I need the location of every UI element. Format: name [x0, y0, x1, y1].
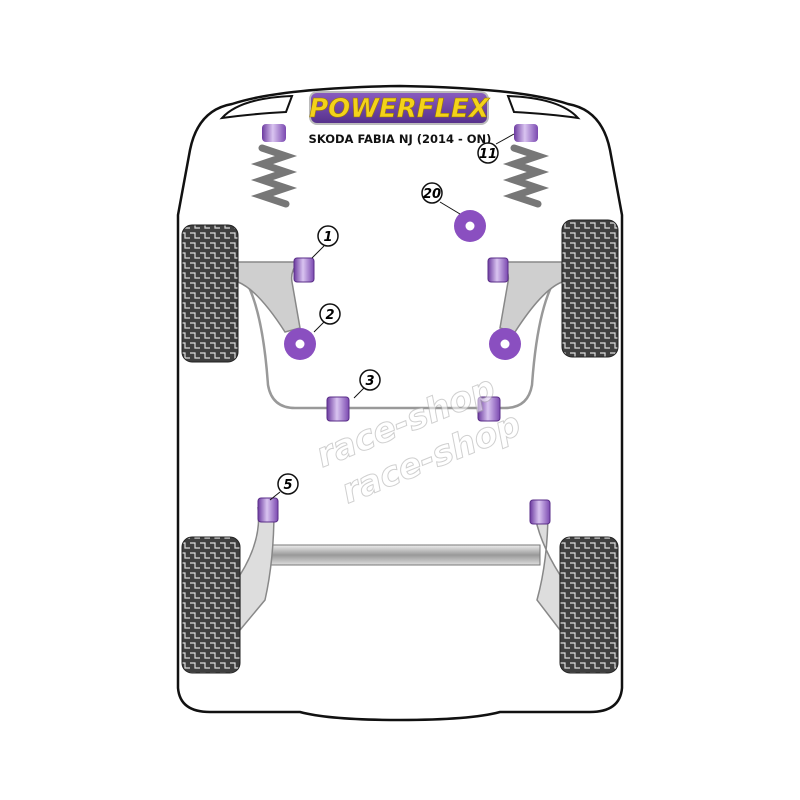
front-left-tyre [181, 224, 239, 363]
front-subframe [239, 271, 561, 410]
bush-20[interactable] [454, 210, 486, 242]
bush-3-right[interactable] [477, 396, 501, 422]
svg-text:11: 11 [479, 147, 497, 162]
callout-3[interactable]: 3 [353, 369, 381, 399]
callout-1[interactable]: 1 [311, 225, 339, 259]
front-right-tyre [561, 219, 619, 358]
svg-text:5: 5 [283, 478, 292, 493]
callout-5[interactable]: 5 [269, 473, 299, 501]
bush-2-right[interactable] [489, 328, 521, 360]
bush-5-left[interactable] [257, 497, 279, 523]
bush-1-right[interactable] [487, 257, 509, 283]
rear-left-tyre [181, 536, 241, 674]
callout-2[interactable]: 2 [313, 303, 341, 333]
svg-text:20: 20 [423, 187, 441, 202]
powerflex-logo: POWERFLEX [309, 91, 491, 125]
svg-text:POWERFLEX: POWERFLEX [309, 94, 491, 124]
bush-2-left[interactable] [284, 328, 316, 360]
left-headlight-outline [219, 94, 294, 120]
front-right-spring [502, 124, 550, 208]
svg-text:2: 2 [325, 308, 334, 323]
front-left-spring [250, 124, 298, 208]
bush-1-left[interactable] [293, 257, 315, 283]
rear-right-tyre [559, 536, 619, 674]
svg-text:3: 3 [365, 374, 374, 389]
bush-3-left[interactable] [326, 396, 350, 422]
rear-axle-beam [261, 544, 541, 566]
right-headlight-outline [506, 94, 581, 120]
callout-20[interactable]: 20 [421, 182, 461, 215]
callout-11[interactable]: 11 [477, 133, 515, 164]
vehicle-title: SKODA FABIA NJ (2014 - ON) [309, 132, 492, 146]
svg-text:1: 1 [323, 230, 332, 245]
bush-5-right[interactable] [529, 499, 551, 525]
